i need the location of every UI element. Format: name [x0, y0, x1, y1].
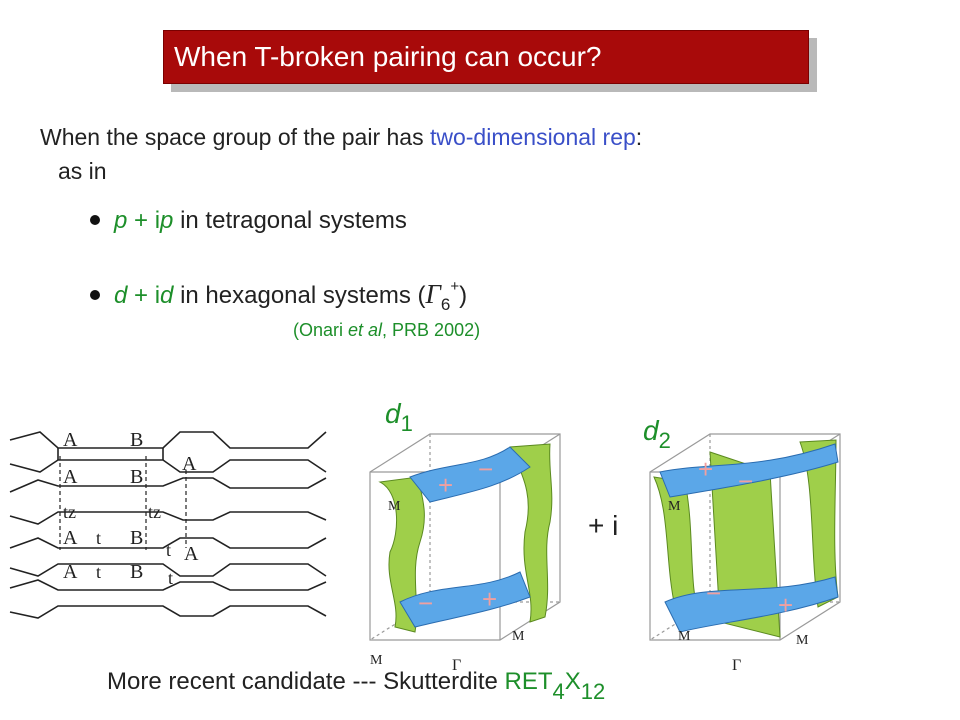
d2-sub: 2	[658, 428, 671, 453]
label-gamma: Γ	[732, 657, 741, 672]
lattice-label-tz: tz	[148, 502, 161, 522]
lattice-label-a: A	[63, 561, 78, 583]
lattice-diagram: A B A B A tz tz A t B t A A t B t	[9, 429, 327, 619]
lattice-label-t: t	[166, 540, 171, 560]
lattice-label-b: B	[130, 466, 143, 488]
sign-minus: −	[418, 588, 433, 618]
intro-highlight: two-dimensional rep	[429, 124, 636, 150]
slide-title: When T-broken pairing can occur?	[174, 41, 602, 72]
label-m: M	[678, 629, 691, 644]
bullet2-rest: in hexagonal systems (	[173, 282, 426, 309]
recent-sub2: 12	[580, 679, 606, 704]
lattice-label-a: A	[63, 466, 78, 488]
lattice-label-t: t	[168, 568, 173, 588]
lattice-label-a: A	[184, 543, 199, 565]
lattice-label-a: A	[63, 429, 78, 451]
fermi-surface-d1: + − − + M M M Γ	[369, 433, 561, 672]
label-m: M	[512, 629, 525, 644]
sign-plus: +	[778, 590, 793, 620]
sign-minus: −	[478, 454, 493, 484]
d1-sub: 1	[400, 411, 413, 436]
intro-line1-end: :	[635, 124, 643, 150]
d2-letter: d	[643, 415, 659, 446]
bullet-d-id: d + id in hexagonal systems (Γ6+)	[90, 278, 468, 314]
recent-sub1: 4	[552, 679, 565, 704]
label-m: M	[388, 499, 401, 514]
title-box: When T-broken pairing can occur?	[163, 30, 809, 84]
d1-letter: d	[385, 398, 401, 429]
sign-plus: +	[698, 454, 713, 484]
ref-open: (Onari	[293, 320, 349, 340]
bullet2-b: d	[160, 282, 174, 309]
lattice-label-b: B	[130, 527, 143, 549]
d1-label: d1	[385, 398, 413, 436]
reference: (Onari et al, PRB 2002)	[293, 320, 480, 341]
intro-line1-start: When the space group of the pair has	[40, 124, 430, 150]
bullet1-b: p	[160, 207, 174, 234]
bullet2-close: )	[459, 282, 468, 309]
recent-text: More recent candidate --- Skutterdite	[107, 668, 505, 695]
bullet-dot	[90, 289, 100, 300]
fermi-surface-d2: + − − + M M M Γ	[649, 433, 841, 672]
bullet2-a: d	[114, 282, 128, 309]
sign-minus: −	[706, 578, 721, 608]
lattice-label-a: A	[63, 527, 78, 549]
label-gamma: Γ	[452, 657, 461, 672]
lattice-label-t: t	[96, 562, 101, 582]
gamma-sup: +	[450, 278, 460, 295]
bullet1-a: p	[114, 207, 128, 234]
label-m: M	[668, 499, 681, 514]
bullet1-rest: in tetragonal systems	[173, 207, 407, 234]
gamma-sub: 6	[440, 295, 451, 314]
bullet-dot	[90, 214, 100, 225]
bullet2-plus: + i	[127, 282, 161, 309]
lattice-label-t: t	[96, 528, 101, 548]
recent-candidate: More recent candidate --- Skutterdite RE…	[107, 668, 605, 704]
sign-plus: +	[438, 470, 453, 500]
d2-label: d2	[643, 415, 671, 453]
ref-rest: , PRB 2002)	[382, 320, 481, 340]
lattice-label-tz: tz	[63, 502, 76, 522]
ref-italic: et al	[348, 320, 383, 340]
lattice-label-a: A	[182, 453, 197, 475]
recent-x: X	[564, 668, 581, 695]
recent-re: RET	[504, 668, 553, 695]
sign-plus: +	[482, 584, 497, 614]
gamma-symbol: Γ	[425, 279, 441, 309]
sign-minus: −	[738, 466, 753, 496]
lattice-label-b: B	[130, 429, 143, 451]
plus-i-label: + i	[588, 510, 619, 541]
label-m: M	[370, 653, 383, 668]
lattice-label-b: B	[130, 561, 143, 583]
bullet1-plus: + i	[127, 207, 161, 234]
bullet-p-ip: p + ip in tetragonal systems	[90, 207, 407, 235]
intro-text: When the space group of the pair has two…	[40, 120, 642, 188]
title-bar: When T-broken pairing can occur?	[163, 30, 817, 92]
label-m: M	[796, 633, 809, 648]
intro-line2: as in	[58, 158, 107, 184]
